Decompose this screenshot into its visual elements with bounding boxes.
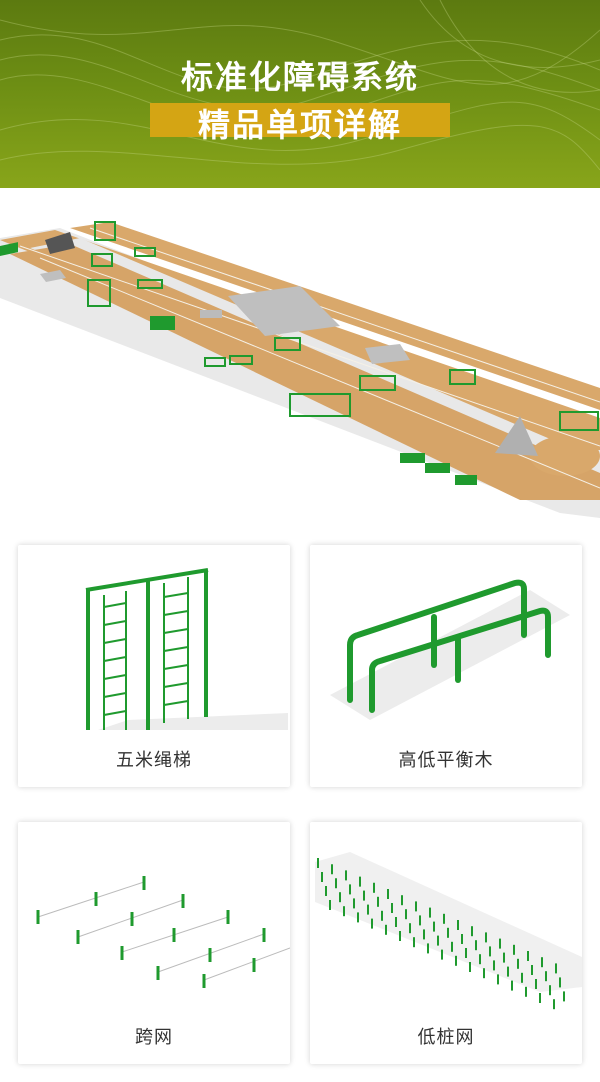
card-hurdle-net[interactable]: 跨网 [18,822,290,1064]
page-title-line1: 标准化障碍系统 [180,58,419,96]
card-rope-ladder[interactable]: 五米绳梯 [18,545,290,787]
card-label: 低桩网 [417,1027,475,1048]
title-accent-bar [150,103,450,137]
balance-beam-image [310,545,582,735]
low-pile-net-image [310,822,582,1012]
header-banner: 标准化障碍系统 精品单项详解 [0,0,600,188]
rope-ladder-image [18,545,290,735]
hurdle-net-image [18,822,290,1012]
card-label: 高低平衡木 [398,750,494,771]
card-balance-beam[interactable]: 高低平衡木 [310,545,582,787]
page-title-line2: 精品单项详解 [197,106,402,144]
card-label: 五米绳梯 [116,750,192,771]
obstacle-course-illustration [0,188,600,518]
card-low-pile-net[interactable]: 低桩网 [310,822,582,1064]
card-label: 跨网 [135,1027,173,1048]
